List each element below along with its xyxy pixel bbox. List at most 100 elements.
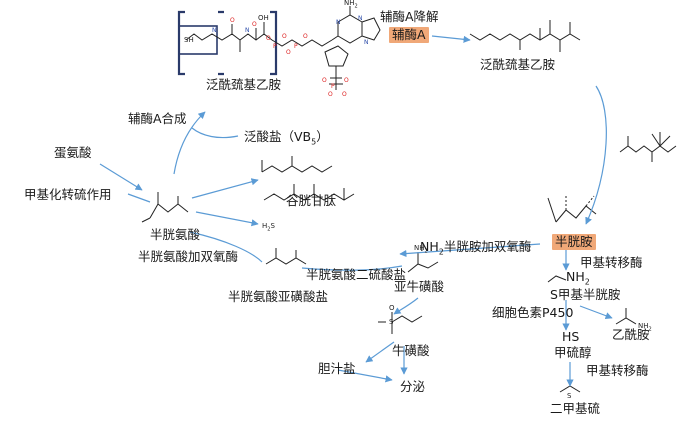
acetamide-structure [615, 308, 637, 325]
adenine-nh: NH [344, 0, 355, 7]
label-methyltransferase-2: 甲基转移酶 [586, 363, 649, 378]
label-s-methylcysteamine: S甲基半胱胺 [550, 287, 621, 302]
label-csad: 半胱氨酸二硫酸盐 [306, 267, 407, 282]
svg-text:O: O [286, 49, 291, 56]
label-coa-synthesis: 辅酶A合成 [128, 111, 187, 126]
atom-nh2-adenine: NH2 [344, 0, 358, 10]
acet-nh-sub: 2 [648, 326, 652, 333]
atom-taurine-s: S [389, 318, 394, 326]
svg-text:P: P [294, 43, 298, 50]
svg-text:N: N [336, 19, 341, 26]
atom-acetamide-nh2: NH2 [638, 322, 652, 333]
label-taurine: 牛磺酸 [392, 343, 430, 358]
coa-bracket-mid [218, 10, 224, 76]
label-pantetheine-top: 泛酰巯基乙胺 [206, 77, 282, 92]
coa-chain [185, 33, 333, 47]
svg-text:O: O [230, 17, 235, 24]
arrow-transsulfuration [127, 193, 151, 203]
label-cytochrome-p450: 细胞色素P450 [492, 305, 574, 320]
pantothenate-subscript: 5 [311, 137, 317, 147]
arrow-taurine-to-bile [365, 341, 395, 363]
arrow-methionine-down [99, 163, 143, 191]
h2s-h: H [262, 222, 268, 230]
label-acetamide: 乙酰胺 [612, 327, 650, 342]
svg-text:N: N [212, 27, 217, 34]
atom-hypotaurine-nh2: NH2 [414, 244, 428, 255]
arrow-bile-to-secretion [337, 369, 393, 383]
cdd-nh-sub: 2 [438, 247, 444, 257]
cysteine-structure [141, 192, 189, 223]
atom-sh: SH [184, 36, 194, 44]
label-dimethyl-sulfide: 二甲基硫 [550, 401, 601, 416]
arrow-sulfinate-to-hypotaurine [301, 265, 403, 271]
atom-dms-s: S [567, 392, 572, 400]
label-methionine: 蛋氨酸 [54, 145, 92, 160]
pantothenate-structure [261, 156, 333, 173]
svg-text:O: O [322, 77, 327, 84]
svg-text:P: P [273, 43, 277, 50]
coa-bracket-right [270, 10, 278, 76]
svg-text:N: N [364, 39, 369, 46]
cysteamine-structure [547, 195, 597, 223]
cdd-nh: NH [420, 239, 439, 254]
h2s-sub: 2 [267, 226, 271, 233]
coa-sh-box [178, 25, 218, 55]
label-hypotaurine: 亚牛磺酸 [394, 279, 445, 294]
glutathione-structure [263, 184, 355, 201]
label-secretion: 分泌 [400, 379, 426, 394]
label-methanethiol: 甲硫醇 [554, 345, 592, 360]
acet-nh: NH [638, 322, 649, 330]
arrow-smethyl-to-acetamide [579, 305, 613, 320]
label-coa-degradation: 辅酶A降解 [380, 9, 439, 24]
arrow-cysteine-to-sulfinate [189, 231, 263, 263]
atom-oh: OH [258, 14, 269, 22]
arrow-coa-synthesis [173, 111, 206, 175]
taurine-structure [378, 312, 423, 334]
coenzyme-a-structure [177, 6, 381, 90]
pantothenate-text: 泛酸盐（VB [244, 129, 312, 144]
hyp-nh: NH [414, 244, 425, 252]
svg-text:P: P [331, 83, 335, 90]
hyp-nh-sub: 2 [424, 248, 428, 255]
atom-taurine-o: O [389, 304, 395, 312]
svg-text:O: O [344, 77, 349, 84]
arrow-coa-to-pantetheine [431, 35, 471, 43]
label-cysteamine: 半胱胺 [552, 234, 596, 250]
arrow-cysteine-to-h2s [195, 211, 259, 227]
arrow-cysteamine-to-hypotaurine [399, 243, 541, 258]
label-cdo: 半胱氨酸加双氧酶 [138, 249, 239, 264]
svg-text:O: O [266, 35, 271, 42]
arrow-hypotaurine-to-taurine [393, 297, 419, 315]
label-coenzyme-a: 辅酶A [389, 27, 429, 43]
smcys-nh-sub: 2 [584, 277, 590, 287]
label-hs: HS [562, 329, 580, 344]
arrow-pantothenate-join [191, 127, 239, 139]
svg-text:O: O [252, 21, 257, 28]
label-transsulfuration: 甲基化转硫作用 [24, 187, 112, 202]
arrow-cysteine-to-glutathione [191, 178, 259, 199]
svg-text:O: O [328, 91, 333, 98]
label-pantothenate: 泛酸盐（VB5） [244, 130, 329, 150]
label-bile-salts: 胆汁盐 [318, 361, 356, 376]
pantothenate-structure-right [619, 132, 677, 162]
svg-text:O: O [342, 91, 347, 98]
cysteinesulfinate-structure [265, 248, 307, 265]
arrow-pantetheine-to-cysteamine [585, 85, 607, 225]
label-pantetheine-right: 泛酰巯基乙胺 [480, 57, 556, 72]
adenine-ring-5 [361, 17, 381, 41]
pathway-arrows [99, 35, 613, 387]
label-smcys-nh2: NH2 [566, 270, 590, 290]
svg-text:O: O [282, 33, 287, 40]
label-cysteine: 半胱氨酸 [150, 227, 201, 242]
label-methyltransferase-1: 甲基转移酶 [580, 255, 643, 270]
svg-text:O: O [303, 33, 308, 40]
h2s-s: S [270, 222, 275, 230]
ribose-ring [324, 45, 349, 67]
label-cysteinesulfinate: 半胱氨酸亚磺酸盐 [228, 289, 329, 304]
svg-text:N: N [245, 27, 250, 34]
svg-text:N: N [358, 15, 363, 22]
adenine-nh-sub: 2 [354, 3, 358, 10]
